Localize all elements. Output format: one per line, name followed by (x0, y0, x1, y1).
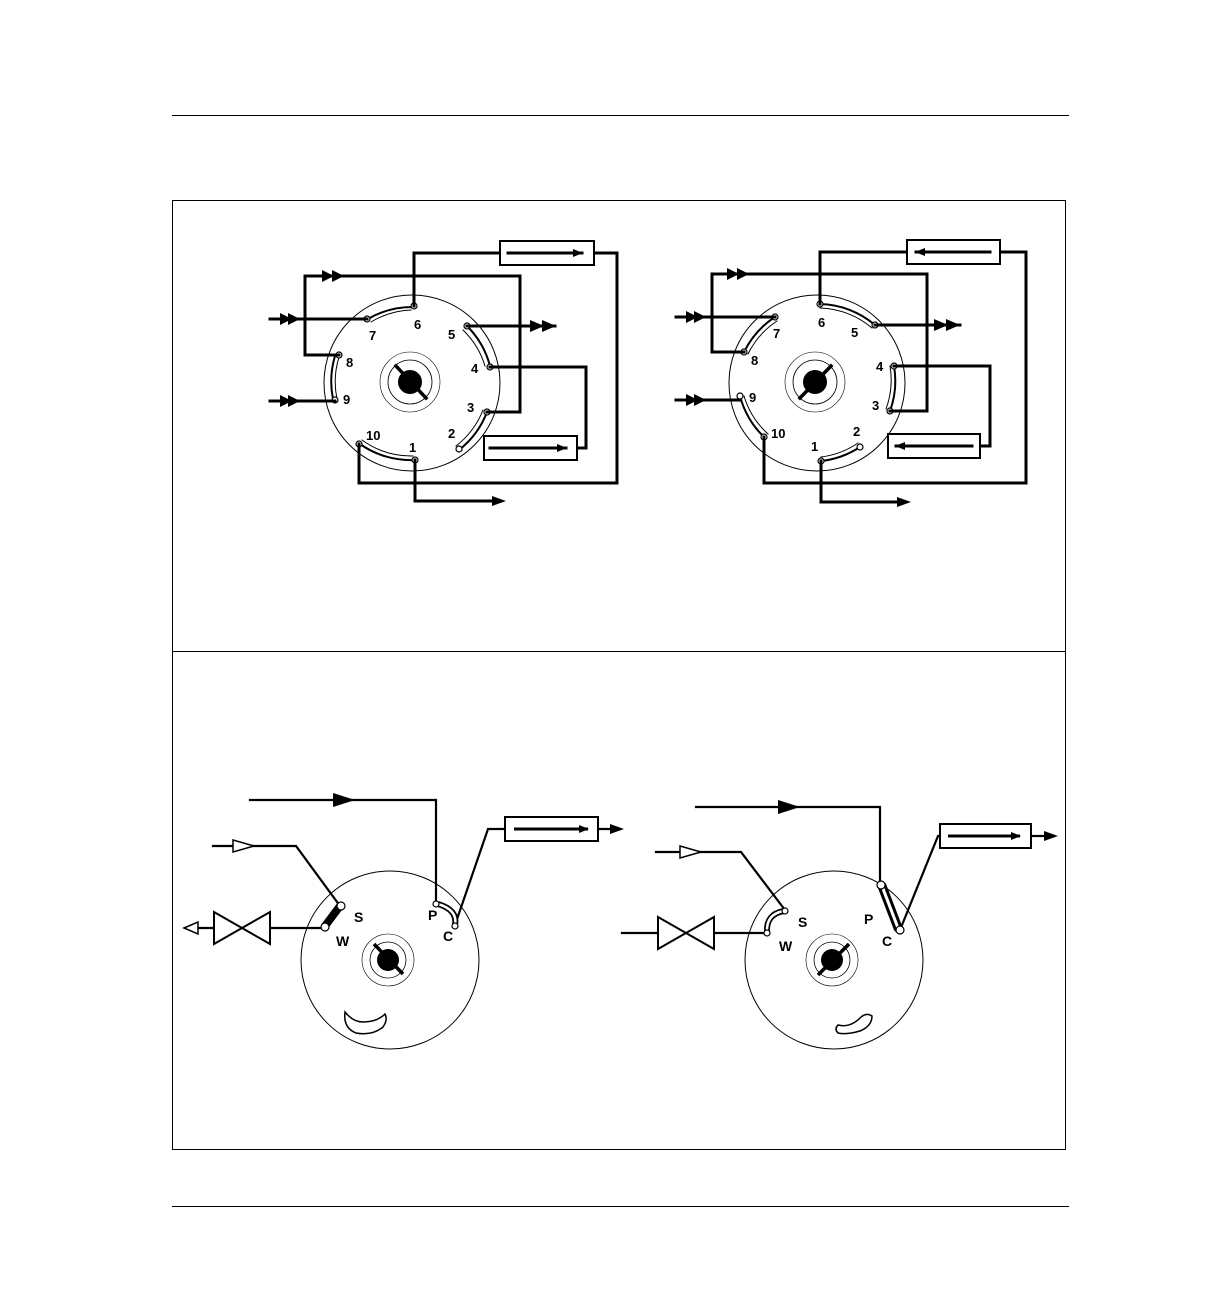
check-valve-icon (658, 917, 714, 949)
flow-arrow-icon (1044, 831, 1058, 841)
port-label: 3 (467, 400, 474, 415)
port-label: 4 (471, 361, 479, 376)
column-icon (500, 241, 594, 265)
port-label: 9 (749, 390, 756, 405)
port-labels-bottom-left: S P W C (336, 907, 453, 949)
port-label: 5 (448, 327, 455, 342)
port-label: 6 (414, 317, 421, 332)
valve-bottom-left (184, 793, 624, 1049)
port-label: 3 (872, 398, 879, 413)
port-label-c: C (882, 933, 892, 949)
valve-rotor-icon (806, 934, 858, 986)
port-label: 10 (366, 428, 380, 443)
port-label: 9 (343, 392, 350, 407)
port-label: 2 (448, 426, 455, 441)
port-label-w: W (779, 938, 793, 954)
port-label: 8 (751, 353, 758, 368)
port-label-s: S (798, 914, 807, 930)
flow-arrow-icon (233, 840, 254, 852)
port-label: 1 (811, 439, 818, 454)
flow-arrow-icon (610, 824, 624, 834)
port-label: 5 (851, 325, 858, 340)
column-icon (484, 436, 577, 460)
port-label: 6 (818, 315, 825, 330)
flow-arrow-icon (333, 793, 355, 807)
port-labels-bottom-right: S P W C (779, 911, 892, 954)
port-label-p: P (864, 911, 873, 927)
check-valve-icon (214, 912, 270, 944)
port-label-w: W (336, 933, 350, 949)
valve-bottom-right (622, 800, 1058, 1049)
port-label: 7 (773, 326, 780, 341)
tubing (270, 253, 617, 501)
flow-arrow-icon (778, 800, 800, 814)
sample-loop-icon (836, 1014, 872, 1033)
column-icon (888, 434, 980, 458)
column-icon (907, 240, 1000, 264)
column-icon (505, 817, 598, 841)
port-label: 8 (346, 355, 353, 370)
port-label: 2 (853, 424, 860, 439)
port-label-p: P (428, 907, 437, 923)
valve-top-right (676, 240, 1026, 507)
flow-arrow-icon (680, 846, 701, 858)
port-label: 10 (771, 426, 785, 441)
port-label: 4 (876, 359, 884, 374)
sample-loop-icon (345, 1012, 386, 1034)
port-label-s: S (354, 909, 363, 925)
flow-arrow-icon (184, 922, 198, 934)
valve-top-left (270, 241, 617, 506)
valve-rotor-icon (362, 934, 414, 986)
port-label-c: C (443, 928, 453, 944)
valve-rotor-icon (380, 352, 440, 412)
port-label: 7 (369, 328, 376, 343)
port-label: 1 (409, 440, 416, 455)
column-icon (940, 824, 1031, 848)
valve-rotor-icon (785, 352, 845, 412)
